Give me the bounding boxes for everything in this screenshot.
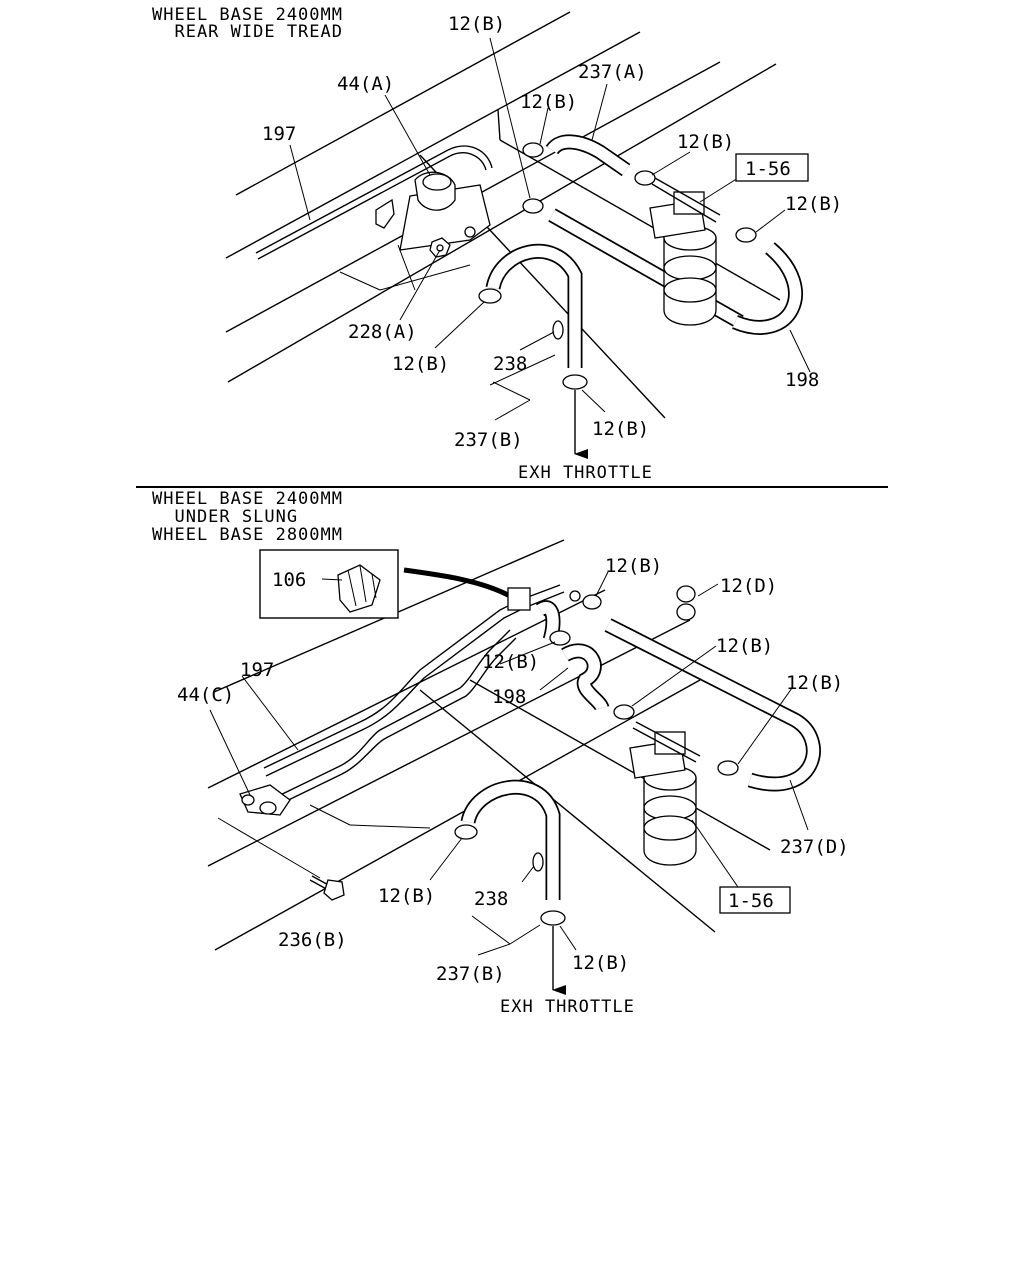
clamp-bottom-7 xyxy=(454,824,478,840)
pipe-197-bottom xyxy=(263,584,565,809)
label-1-56-top-box: 1-56 xyxy=(735,153,809,182)
label-1-56-bottom-box: 1-56 xyxy=(719,886,791,914)
top-header-line2: REAR WIDE TREAD xyxy=(152,22,343,42)
bottom-leader-lines xyxy=(209,571,809,995)
grommet-238-bottom xyxy=(532,852,544,872)
label-exh-throttle-bottom: EXH THROTTLE xyxy=(500,997,635,1017)
bottom-header-line2: UNDER SLUNG xyxy=(152,507,298,527)
top-header-line1: WHEEL BASE 2400MM xyxy=(152,5,343,25)
top-leader-lines xyxy=(289,37,811,459)
label-44a: 44(A) xyxy=(337,73,394,95)
label-1-56-top: 1-56 xyxy=(745,158,791,180)
bracket-44c xyxy=(239,784,291,816)
valve-1-56-bottom xyxy=(629,721,701,866)
label-44c: 44(C) xyxy=(177,684,234,706)
top-labels: 12(B) 237(A) 44(A) 12(B) 197 12(B) 1-56 … xyxy=(262,13,842,483)
label-12b-bottom-top: 12(B) xyxy=(605,555,662,577)
label-237b-bottom: 237(B) xyxy=(436,963,505,985)
bottom-header-line1: WHEEL BASE 2400MM xyxy=(152,489,343,509)
clamp-bottom-4 xyxy=(549,630,571,646)
label-12b-bottom-right1: 12(B) xyxy=(716,635,773,657)
fitting-bottom xyxy=(569,590,581,602)
clamp-bottom-8 xyxy=(540,910,566,926)
label-12b-clamp2: 12(B) xyxy=(677,131,734,153)
label-12b-bottom-bottom: 12(B) xyxy=(572,952,629,974)
label-106: 106 xyxy=(272,569,306,591)
label-12b-top: 12(B) xyxy=(448,13,505,35)
clamp-top-3 xyxy=(634,170,656,186)
clamp-top-5 xyxy=(478,288,502,304)
label-198-top: 198 xyxy=(785,369,819,391)
label-12b-bottom: 12(B) xyxy=(592,418,649,440)
label-228a: 228(A) xyxy=(348,321,417,343)
label-237a: 237(A) xyxy=(578,61,647,83)
label-237d: 237(D) xyxy=(780,836,849,858)
hose-198-bottom xyxy=(535,600,610,712)
clamps-bottom xyxy=(454,585,739,926)
clamps-top xyxy=(478,142,757,390)
clamp-top-4 xyxy=(735,227,757,243)
label-12b-mid: 12(B) xyxy=(392,353,449,375)
bracket-44a xyxy=(375,171,491,251)
valve-1-56-top xyxy=(649,177,721,326)
label-12b-bottom-mid: 12(B) xyxy=(482,651,539,673)
hose-237a xyxy=(545,134,631,177)
label-198-bottom: 198 xyxy=(492,686,526,708)
grommet-238-top xyxy=(552,320,564,340)
label-197-bottom: 197 xyxy=(240,659,274,681)
bolt-236b xyxy=(309,875,345,901)
label-238-top: 238 xyxy=(493,353,527,375)
clamp-top-2 xyxy=(522,198,544,214)
label-12b-right: 12(B) xyxy=(785,193,842,215)
label-12b-clamp1: 12(B) xyxy=(520,91,577,113)
bottom-header-line3: WHEEL BASE 2800MM xyxy=(152,525,343,545)
label-exh-throttle-top: EXH THROTTLE xyxy=(518,463,653,483)
top-view: WHEEL BASE 2400MM REAR WIDE TREAD xyxy=(152,5,842,483)
bottom-labels: 106 12(B) 12(D) 197 12(B) 12(B) 44(C) 19… xyxy=(177,555,849,1017)
label-236b: 236(B) xyxy=(278,929,347,951)
clip-106-icon xyxy=(337,564,381,613)
label-238-bottom: 238 xyxy=(474,888,508,910)
label-237b-top: 237(B) xyxy=(454,429,523,451)
label-1-56-bottom: 1-56 xyxy=(728,890,774,912)
clamp-top-1 xyxy=(522,142,544,158)
clamp-bottom-3 xyxy=(676,603,696,621)
hose-237b xyxy=(485,243,583,368)
label-12b-bottom-low: 12(B) xyxy=(378,885,435,907)
pipe-197 xyxy=(255,145,493,260)
label-12d: 12(D) xyxy=(720,575,777,597)
label-12b-bottom-right2: 12(B) xyxy=(786,672,843,694)
hose-237d xyxy=(604,618,821,792)
bottom-view: WHEEL BASE 2400MM UNDER SLUNG WHEEL BASE… xyxy=(152,489,849,1017)
clamp-bottom-6 xyxy=(717,760,739,776)
detail-box-106 xyxy=(259,549,512,619)
clamp-bottom-2 xyxy=(676,585,696,603)
clamp-bottom-5 xyxy=(613,704,635,720)
clamp-top-6 xyxy=(562,374,588,390)
hose-237b-bottom xyxy=(460,779,561,900)
label-197-top: 197 xyxy=(262,123,296,145)
hose-198 xyxy=(732,242,803,335)
clamp-bottom-1 xyxy=(582,594,602,610)
